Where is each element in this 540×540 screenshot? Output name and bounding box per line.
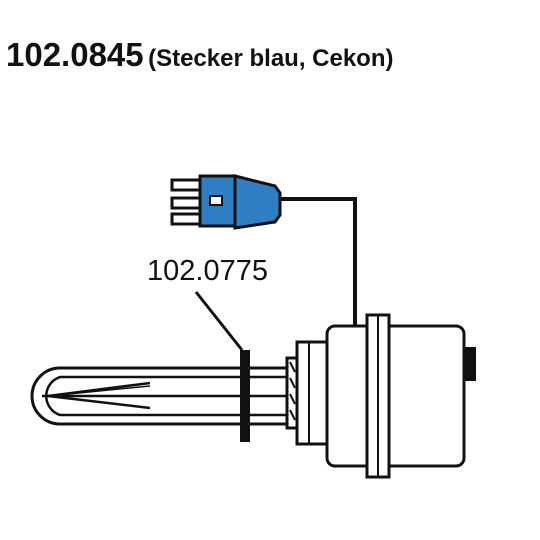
o-ring-gasket — [240, 350, 250, 442]
housing-body — [325, 324, 466, 468]
part-subtitle: (Stecker blau, Cekon) — [148, 45, 394, 72]
connector-cable — [280, 197, 357, 326]
page-title: 102.0845 (Stecker blau, Cekon) — [6, 36, 394, 74]
blue-plug — [198, 174, 282, 230]
connector-pins — [170, 178, 204, 226]
part-number: 102.0845 — [6, 36, 144, 73]
callout-label: 102.0775 — [147, 255, 268, 287]
hex-nut — [295, 340, 331, 446]
callout-leader — [194, 291, 244, 351]
side-knob — [463, 347, 476, 381]
heating-rod — [30, 366, 290, 426]
housing-flange — [365, 313, 391, 479]
